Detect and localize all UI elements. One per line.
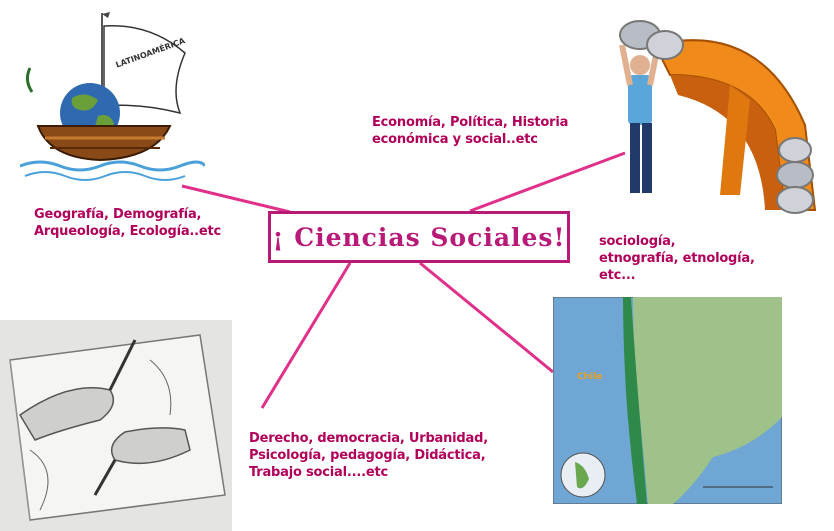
label-top-left: Geografía, Demografía, Arqueología, Ecol… bbox=[34, 206, 221, 240]
label-right-line: etnografía, etnología, bbox=[599, 251, 755, 266]
drawing-hands-image bbox=[0, 320, 232, 531]
label-right-line: sociología, bbox=[599, 234, 676, 249]
connector-top-left bbox=[181, 184, 291, 214]
label-bottom-line: Trabajo social....etc bbox=[249, 465, 388, 480]
label-bottom: Derecho, democracia, Urbanidad, Psicolog… bbox=[249, 430, 488, 481]
label-right: sociología, etnografía, etnología, etc..… bbox=[599, 233, 755, 284]
label-top-right-line: económica y social..etc bbox=[372, 132, 538, 147]
map-country-label: Chile bbox=[577, 372, 602, 382]
central-title: ¡ Ciencias Sociales! bbox=[272, 222, 566, 252]
connector-bottom bbox=[260, 262, 352, 409]
label-bottom-line: Psicología, pedagogía, Didáctica, bbox=[249, 448, 486, 463]
label-top-right-line: Economía, Política, Historia bbox=[372, 115, 569, 130]
central-title-box: ¡ Ciencias Sociales! bbox=[268, 211, 570, 263]
chile-map-image: Chile bbox=[553, 297, 782, 504]
label-top-left-line: Arqueología, Ecología..etc bbox=[34, 224, 222, 239]
connector-top-right bbox=[469, 151, 626, 213]
ship-globe-image: LATINOAMÉRICA bbox=[20, 12, 205, 181]
label-right-line: etc... bbox=[599, 268, 636, 283]
label-bottom-line: Derecho, democracia, Urbanidad, bbox=[249, 431, 488, 446]
coins-bridge-image bbox=[619, 20, 817, 214]
connector-bottom-right bbox=[419, 261, 554, 374]
label-top-right: Economía, Política, Historia económica y… bbox=[372, 114, 568, 148]
label-top-left-line: Geografía, Demografía, bbox=[34, 207, 202, 222]
